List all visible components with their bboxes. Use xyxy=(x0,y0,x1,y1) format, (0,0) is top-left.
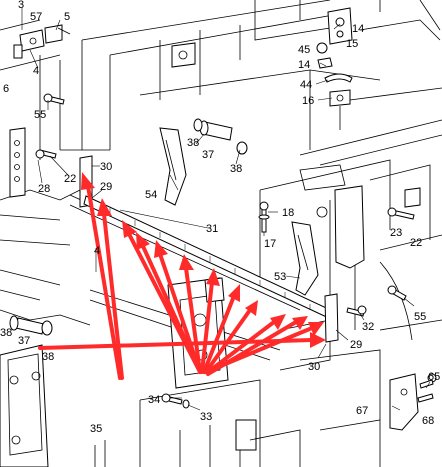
annotation-arrow xyxy=(38,338,314,350)
callout-67: 67 xyxy=(356,405,368,417)
annotation-arrow xyxy=(102,212,124,380)
callout-45: 45 xyxy=(298,44,310,56)
callout-labels: 3 57 5 4 6 55 28 22 30 29 54 38 37 38 14… xyxy=(0,0,440,435)
callout-4: 4 xyxy=(94,245,100,257)
annotation-arrows xyxy=(38,172,326,380)
callout-15: 15 xyxy=(346,38,358,50)
screw-18 xyxy=(258,201,270,233)
callout-55: 55 xyxy=(34,109,46,121)
callout-33: 33 xyxy=(200,411,212,423)
annotation-arrow xyxy=(158,252,202,374)
callout-38: 38 xyxy=(0,327,12,339)
fitting-57 xyxy=(13,24,71,59)
callout-14: 14 xyxy=(352,23,364,35)
annotation-arrow xyxy=(202,294,236,374)
callout-34: 34 xyxy=(148,394,160,406)
callout-37: 37 xyxy=(18,335,30,347)
callout-30: 30 xyxy=(308,361,320,373)
callout-18: 18 xyxy=(282,207,294,219)
screw-34 xyxy=(161,393,190,409)
callout-29: 29 xyxy=(350,339,362,351)
annotation-arrow xyxy=(140,242,202,374)
callout-44: 44 xyxy=(300,79,312,91)
annotation-arrow xyxy=(184,266,202,374)
callout-35: 35 xyxy=(90,423,102,435)
latch-assembly xyxy=(316,7,353,130)
callout-23: 23 xyxy=(390,227,402,239)
callout-53: 53 xyxy=(274,271,286,283)
callout-17: 17 xyxy=(264,238,276,250)
callout-54: 54 xyxy=(145,189,157,201)
bracket-lower-left xyxy=(0,344,49,467)
screw-55-upper xyxy=(43,93,65,105)
callout-14: 14 xyxy=(298,59,310,71)
callout-32: 32 xyxy=(362,321,374,333)
bracket-28 xyxy=(9,127,26,198)
callout-38: 38 xyxy=(187,137,199,149)
callout-4: 4 xyxy=(33,65,39,77)
link-53 xyxy=(291,221,319,296)
callout-28: 28 xyxy=(38,183,50,195)
callout-29: 29 xyxy=(100,181,112,193)
plate-30-right xyxy=(324,293,339,343)
callout-38: 38 xyxy=(42,351,54,363)
annotation-arrow xyxy=(200,280,214,374)
leader-lines xyxy=(21,8,431,411)
callout-3: 3 xyxy=(18,0,24,11)
callout-38: 38 xyxy=(230,163,242,175)
mechanism-right xyxy=(299,164,421,341)
callout-6: 6 xyxy=(3,83,9,95)
bracket-67 xyxy=(389,373,437,431)
screw-55-right xyxy=(387,285,407,301)
bushing-37-upper xyxy=(193,118,248,155)
screw-22-left xyxy=(35,149,57,159)
callout-5: 5 xyxy=(64,11,70,23)
screw-32 xyxy=(346,305,367,317)
callout-55: 55 xyxy=(414,311,426,323)
annotation-arrow xyxy=(204,326,314,374)
bearing-37-lower xyxy=(9,315,53,336)
callout-30: 30 xyxy=(100,161,112,173)
callout-31: 31 xyxy=(206,223,218,235)
callout-65: 65 xyxy=(428,371,440,383)
callout-16: 16 xyxy=(302,95,314,107)
callout-22: 22 xyxy=(410,237,422,249)
callout-37: 37 xyxy=(202,149,214,161)
bracket-54 xyxy=(159,127,187,206)
annotation-arrow xyxy=(206,320,276,374)
callout-68: 68 xyxy=(422,415,434,427)
callout-57: 57 xyxy=(30,11,42,23)
callout-22: 22 xyxy=(64,173,76,185)
